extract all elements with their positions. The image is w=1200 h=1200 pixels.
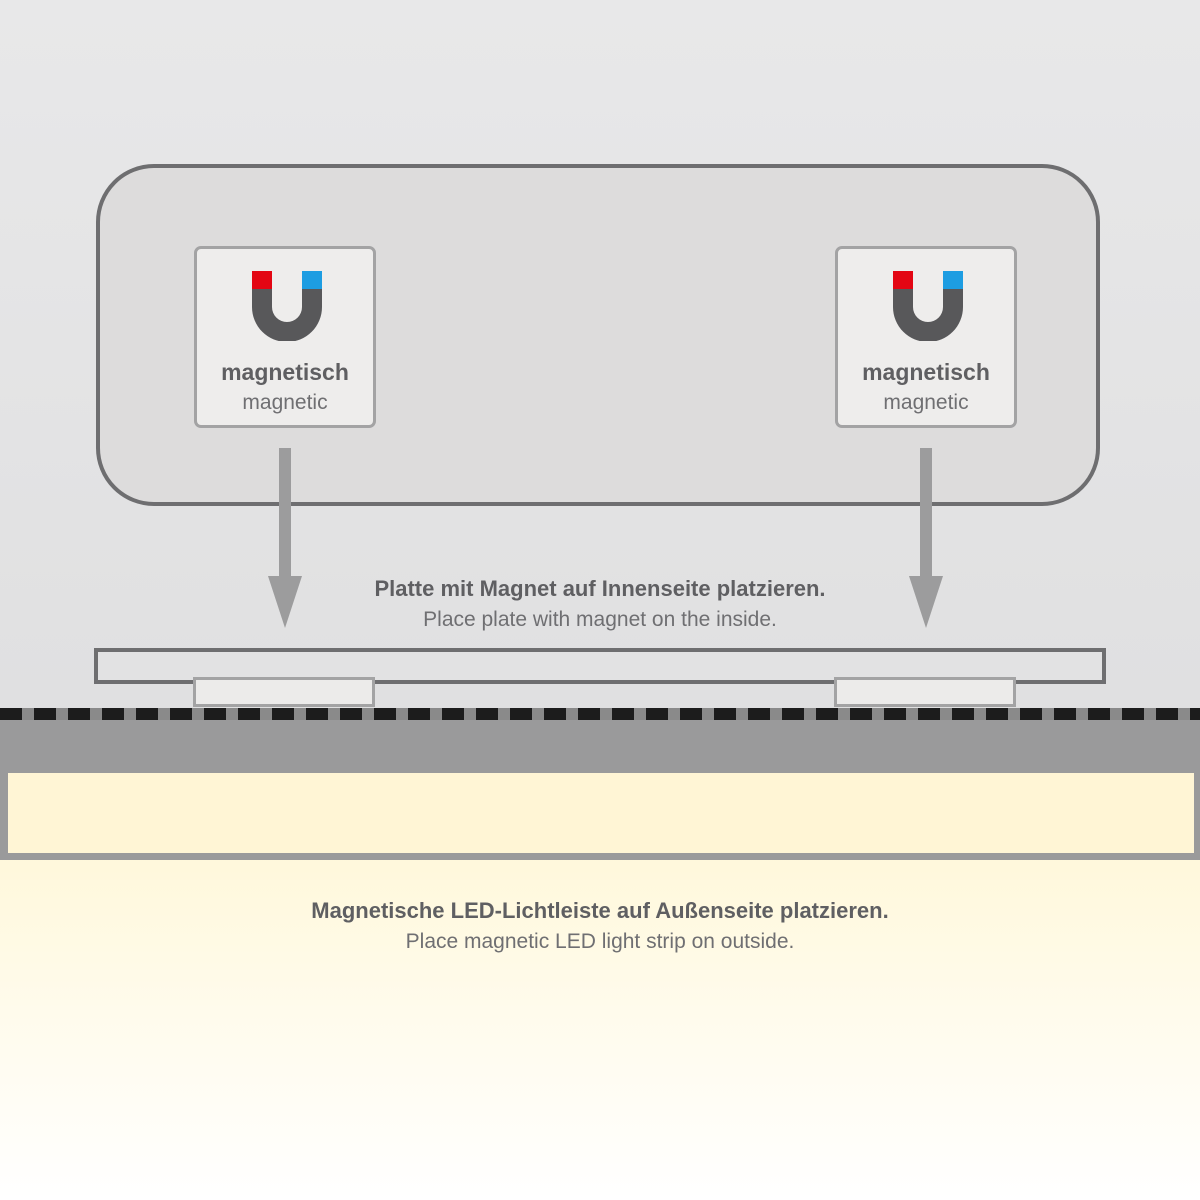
strip-instruction-title: Magnetische LED-Lichtleiste auf Außensei…	[311, 898, 889, 923]
down-arrow-icon	[268, 448, 302, 628]
plate-instruction-subtitle: Place plate with magnet on the inside.	[423, 608, 777, 631]
led-glow	[0, 858, 1200, 1200]
magnet-card-right: magnetisch magnetic	[835, 246, 1017, 428]
led-light-strip	[0, 766, 1200, 860]
horseshoe-magnet-icon	[252, 271, 322, 341]
mounting-surface	[0, 720, 1200, 768]
strip-instruction-subtitle: Place magnetic LED light strip on outsid…	[405, 930, 795, 953]
plate-magnet-left	[193, 677, 375, 707]
led-diffuser	[8, 773, 1194, 853]
plate-instruction-title: Platte mit Magnet auf Innenseite platzie…	[374, 576, 826, 601]
magnet-subtitle: magnetic	[883, 391, 969, 414]
magnet-card-left: magnetisch magnetic	[194, 246, 376, 428]
magnet-title: magnetisch	[862, 359, 990, 385]
plate-magnet-right	[834, 677, 1016, 707]
horseshoe-magnet-icon	[893, 271, 963, 341]
strip-instruction: Magnetische LED-Lichtleiste auf Außensei…	[0, 898, 1200, 954]
magnet-subtitle: magnetic	[242, 391, 328, 414]
plate-instruction: Platte mit Magnet auf Innenseite platzie…	[0, 576, 1200, 632]
down-arrow-icon	[909, 448, 943, 628]
magnet-title: magnetisch	[221, 359, 349, 385]
surface-edge	[0, 708, 1200, 722]
